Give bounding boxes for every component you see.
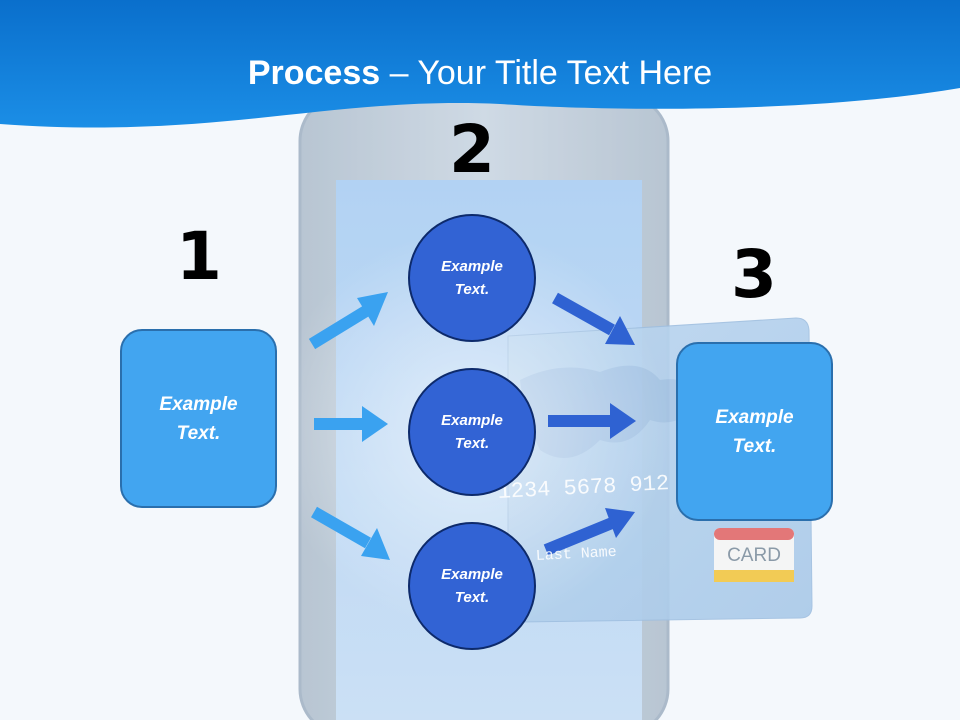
- arrow-2-to-3-middle: [548, 403, 636, 439]
- circle-top-text: Example Text.: [441, 258, 503, 298]
- step-1-text: Example Text.: [159, 393, 238, 444]
- step-number-1: 1: [176, 218, 222, 295]
- arrow-2-to-3-top: [552, 292, 635, 345]
- slide-title: Process – Your Title Text Here: [0, 54, 960, 93]
- circle-middle-text: Example Text.: [441, 412, 503, 452]
- header-band: [0, 0, 960, 128]
- step-2-circle-middle: Example Text.: [408, 368, 536, 496]
- card-name: Last Name: [535, 544, 617, 565]
- step-1-box: Example Text.: [120, 329, 277, 508]
- arrow-1-to-2-top: [308, 292, 388, 350]
- step-2-circle-top: Example Text.: [408, 214, 536, 342]
- step-2-circle-bottom: Example Text.: [408, 522, 536, 650]
- circle-bottom-text: Example Text.: [441, 566, 503, 606]
- step-number-2: 2: [449, 111, 495, 188]
- title-bold: Process: [247, 54, 381, 92]
- card-label: CARD: [727, 545, 781, 566]
- arrow-1-to-2-bottom: [311, 506, 390, 560]
- step-3-box: Example Text.: [676, 342, 833, 521]
- title-rest: – Your Title Text Here: [380, 54, 713, 92]
- arrow-1-to-2-middle: [314, 406, 388, 442]
- step-number-3: 3: [731, 236, 777, 313]
- card-chip-label: [714, 528, 794, 582]
- step-3-text: Example Text.: [715, 406, 794, 457]
- arrow-2-to-3-bottom: [543, 508, 635, 556]
